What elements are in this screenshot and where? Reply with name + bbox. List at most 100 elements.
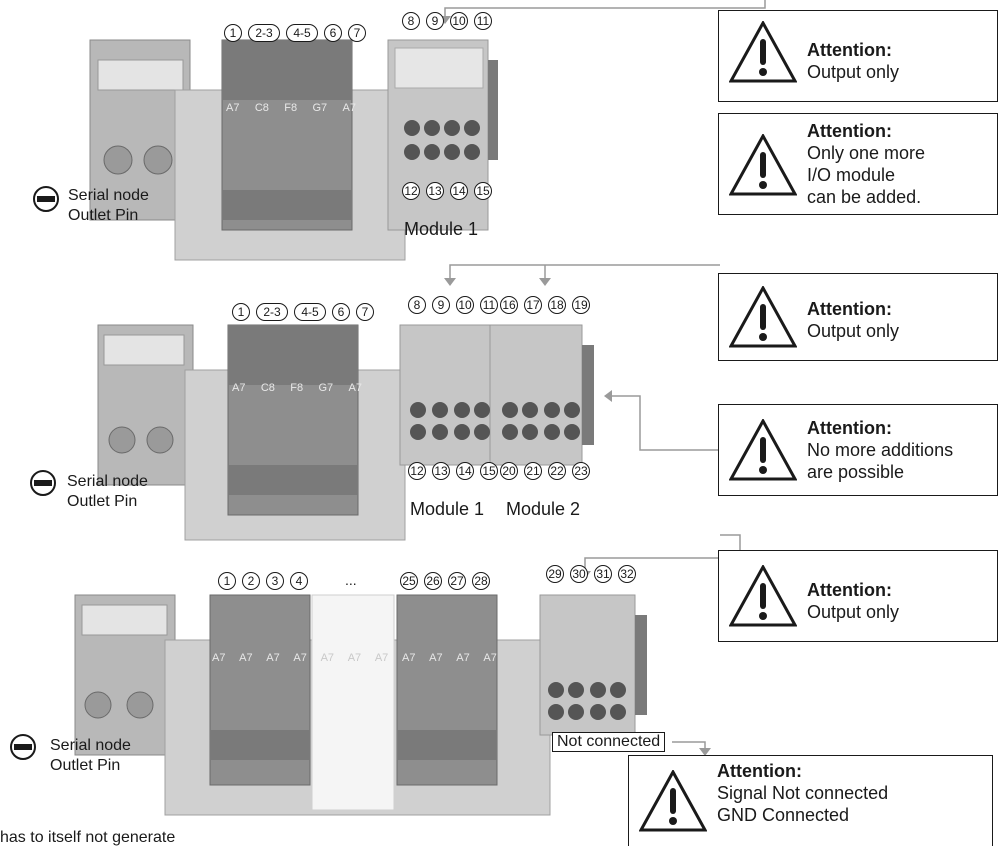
row3-valve-numbers-right: 25 26 27 28 — [400, 572, 496, 590]
valve-label: F8 — [284, 102, 297, 114]
pin-num: 23 — [572, 462, 590, 480]
callout-line: No more additions — [807, 439, 953, 461]
row2-valve-numbers: 1 2-3 4-5 6 7 — [232, 303, 380, 321]
valve-num: 2-3 — [256, 303, 288, 321]
pin-num: 32 — [618, 565, 636, 583]
callout-text: Attention: Output only — [807, 39, 899, 83]
valve-label: A7 — [232, 382, 245, 394]
pin-num: 17 — [524, 296, 542, 314]
callout-line: GND Connected — [717, 804, 888, 826]
valve-num: 25 — [400, 572, 418, 590]
pin-num: 8 — [402, 12, 420, 30]
valve-num: 6 — [332, 303, 350, 321]
callout-line: are possible — [807, 461, 953, 483]
valve-num: 4-5 — [294, 303, 326, 321]
row2-module2-bottom-pins: 20 21 22 23 — [500, 462, 596, 480]
valve-num: 26 — [424, 572, 442, 590]
module-2-label: Module 2 — [506, 498, 580, 520]
valve-num: 1 — [232, 303, 250, 321]
pin-num: 20 — [500, 462, 518, 480]
pin-num: 31 — [594, 565, 612, 583]
callout-line: can be added. — [807, 186, 925, 208]
row3-valve-numbers-left: 1 2 3 4 — [218, 572, 314, 590]
valve-num: 4-5 — [286, 24, 318, 42]
valve-num: 4 — [290, 572, 308, 590]
serial-node-label: Serial node Outlet Pin — [50, 736, 131, 776]
pin-num: 13 — [432, 462, 450, 480]
valve-label: A7 — [483, 652, 496, 664]
pin-num: 10 — [450, 12, 468, 30]
manifold-row-3 — [75, 595, 647, 815]
callout-line: Signal Not connected — [717, 782, 888, 804]
pin-num: 12 — [402, 182, 420, 200]
valve-num: 7 — [356, 303, 374, 321]
callout-text: Attention: Output only — [807, 579, 899, 623]
row1-valve-labels: A7 C8 F8 G7 A7 — [226, 102, 356, 114]
serial-node-line1: Serial node — [67, 472, 148, 492]
valve-label: F8 — [290, 382, 303, 394]
serial-node-pin-icon — [30, 470, 56, 496]
valve-label: A7 — [226, 102, 239, 114]
pin-num: 10 — [456, 296, 474, 314]
valve-num: 2-3 — [248, 24, 280, 42]
serial-node-pin-icon — [33, 186, 59, 212]
valve-num: 2 — [242, 572, 260, 590]
row2-module2-top-pins: 16 17 18 19 — [500, 296, 596, 314]
footer-text: has to itself not generate — [0, 830, 175, 846]
row1-valve-numbers: 1 2-3 4-5 6 7 — [224, 24, 372, 42]
pin-num: 11 — [480, 296, 498, 314]
pin-num: 15 — [474, 182, 492, 200]
warning-icon — [729, 21, 797, 83]
callout-title: Attention: — [807, 298, 899, 320]
valve-label: A7 — [266, 652, 279, 664]
pin-num: 29 — [546, 565, 564, 583]
callout-text: Attention: Signal Not connected GND Conn… — [717, 760, 888, 826]
valve-label: A7 — [321, 652, 334, 664]
callout-title: Attention: — [717, 760, 888, 782]
valve-label: A7 — [212, 652, 225, 664]
warning-icon — [639, 770, 707, 832]
attention-callout: Attention: Output only — [718, 273, 998, 361]
serial-node-line1: Serial node — [68, 186, 149, 206]
pin-num: 30 — [570, 565, 588, 583]
valve-ellipsis: ... — [345, 572, 357, 588]
row1-module-bottom-pins: 12 13 14 15 — [402, 182, 498, 200]
serial-node-line1: Serial node — [50, 736, 131, 756]
pin-num: 22 — [548, 462, 566, 480]
callout-line: Only one more — [807, 142, 925, 164]
pin-num: 9 — [426, 12, 444, 30]
callout-title: Attention: — [807, 417, 953, 439]
pin-num: 16 — [500, 296, 518, 314]
valve-num: 1 — [218, 572, 236, 590]
pin-num: 8 — [408, 296, 426, 314]
pin-num: 13 — [426, 182, 444, 200]
row2-module1-top-pins: 8 9 10 11 — [408, 296, 504, 314]
pin-num: 9 — [432, 296, 450, 314]
module-1-label: Module 1 — [404, 218, 478, 240]
pin-num: 14 — [456, 462, 474, 480]
valve-label: A7 — [239, 652, 252, 664]
valve-label: A7 — [429, 652, 442, 664]
serial-node-line2: Outlet Pin — [50, 756, 131, 776]
serial-node-line2: Outlet Pin — [67, 492, 148, 512]
serial-node-line2: Outlet Pin — [68, 206, 149, 226]
valve-num: 3 — [266, 572, 284, 590]
serial-node-label: Serial node Outlet Pin — [67, 472, 148, 512]
callout-line: Output only — [807, 320, 899, 342]
valve-num: 1 — [224, 24, 242, 42]
valve-label: A7 — [375, 652, 388, 664]
warning-icon — [729, 419, 797, 481]
valve-label: A7 — [456, 652, 469, 664]
valve-num: 7 — [348, 24, 366, 42]
callout-line: Output only — [807, 61, 899, 83]
valve-label: A7 — [348, 652, 361, 664]
pin-num: 14 — [450, 182, 468, 200]
valve-label: A7 — [293, 652, 306, 664]
valve-num: 28 — [472, 572, 490, 590]
callout-text: Attention: No more additions are possibl… — [807, 417, 953, 483]
valve-num: 27 — [448, 572, 466, 590]
not-connected-label: Not connected — [552, 732, 665, 752]
valve-label: A7 — [349, 382, 362, 394]
row3-module-top-pins: 29 30 31 32 — [546, 565, 642, 583]
callout-text: Attention: Output only — [807, 298, 899, 342]
